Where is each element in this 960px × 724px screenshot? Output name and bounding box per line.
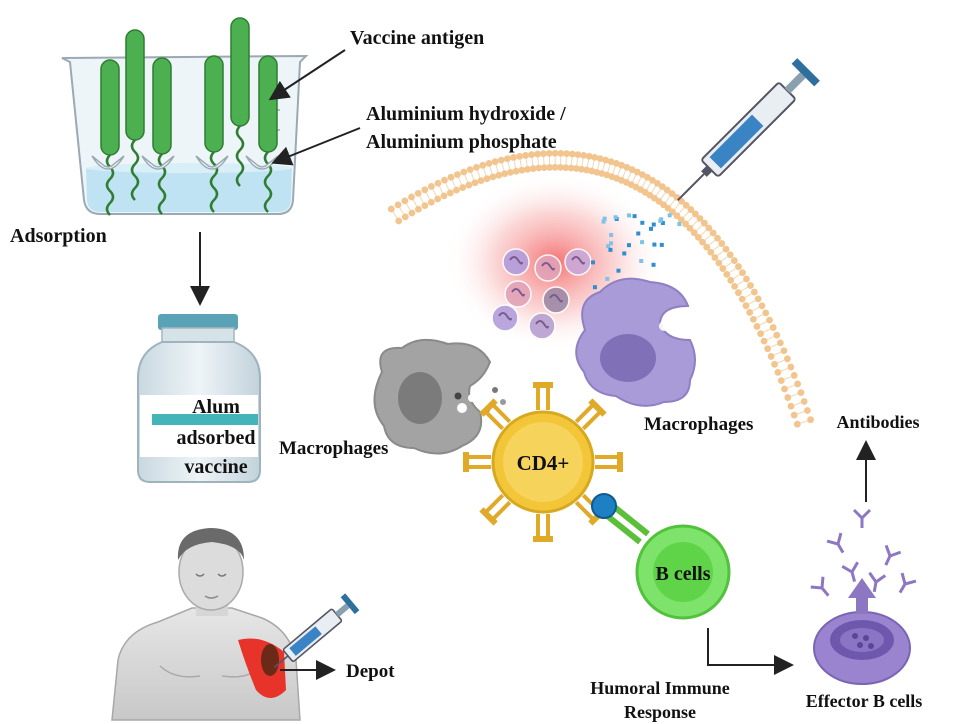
antigen-dot: [627, 213, 632, 218]
antigen-dot: [667, 213, 672, 218]
macrophages-left-label: Macrophages: [279, 438, 388, 459]
immune-cell: [534, 254, 562, 282]
antigen-dot: [602, 216, 607, 221]
antigen-dot: [609, 241, 614, 246]
adjuvant-label-line1: Aluminium hydroxide /: [366, 103, 566, 125]
antibodies-label: Antibodies: [836, 412, 919, 432]
antigen-dot: [651, 262, 656, 267]
adjuvant-label-line2: Aluminium phosphate: [366, 131, 557, 153]
antibody-icon: [898, 572, 917, 594]
humoral-response-arrow: [707, 628, 794, 675]
immune-cell: [542, 286, 570, 314]
antigen-dot: [658, 218, 663, 223]
antigen-dot: [590, 260, 595, 265]
b-cell: [635, 524, 731, 620]
antigen-dot: [616, 268, 621, 273]
antigen-dot: [609, 233, 614, 238]
t-cell-receptor: [479, 398, 512, 431]
vial-icon: [137, 314, 261, 483]
syringe-icon-small: [273, 593, 360, 669]
human-torso-icon: [111, 528, 301, 721]
antigen-dot: [652, 242, 657, 247]
antigen-dot: [606, 244, 611, 249]
cd4-t-cell: [463, 382, 623, 542]
vial-label-line1: Alum: [192, 396, 240, 418]
humoral-label-line2: Response: [624, 702, 696, 722]
immune-cell: [564, 248, 592, 276]
antigen: [258, 55, 278, 213]
effector-b-cells-label: Effector B cells: [806, 691, 923, 711]
macrophages-right-label: Macrophages: [644, 414, 753, 435]
recruited-immune-cells: [491, 248, 592, 340]
antigen-group: [100, 17, 278, 216]
antigen-dot: [592, 285, 597, 290]
antibody-icon: [826, 532, 845, 554]
antigen-dot: [605, 276, 610, 281]
depot-site: [261, 644, 279, 676]
antigen-dot: [640, 220, 645, 225]
antibody-icon: [868, 571, 887, 593]
antigen-dot: [659, 242, 664, 247]
aluminium-particle: [195, 155, 229, 170]
antigen: [152, 57, 172, 215]
immune-cell: [502, 248, 530, 276]
adjuvant-pointer-arrow: [271, 127, 361, 166]
antigen-dot: [626, 243, 631, 248]
antigen-dot: [677, 222, 682, 227]
antibody-icon: [810, 576, 830, 597]
vial-label-line3: vaccine: [184, 456, 247, 478]
t-cell-receptor: [533, 514, 553, 542]
effector-b-cell: [813, 611, 911, 685]
antigen-dot: [651, 222, 656, 227]
antigen: [100, 59, 120, 216]
antigen: [230, 17, 250, 187]
immune-cell: [528, 312, 556, 340]
t-cell-receptor: [595, 452, 623, 472]
antigen-dot: [639, 259, 644, 264]
aluminium-particles: [91, 155, 279, 170]
humoral-label-line1: Humoral Immune: [590, 678, 730, 698]
antigen-dot: [632, 214, 637, 219]
t-cell-receptor: [533, 382, 553, 410]
antigen-dot: [601, 219, 606, 224]
t-cell-receptor: [574, 398, 607, 431]
antibody-icon: [841, 561, 859, 583]
vaccine-antigen-label: Vaccine antigen: [350, 27, 484, 49]
adjuvant-liquid: [86, 168, 292, 212]
macrophage-left: [373, 338, 506, 455]
depot-label: Depot: [346, 661, 395, 682]
t-cell-receptor: [479, 493, 512, 526]
syringe-icon: [677, 58, 820, 201]
antigen: [204, 55, 224, 213]
vial-label-line2: adsorbed: [177, 427, 256, 449]
t-cell-receptor: [463, 452, 491, 472]
antigen-pointer-arrow: [268, 49, 346, 101]
aluminium-particle: [141, 155, 175, 170]
antigen-dot: [636, 231, 641, 236]
antibody-icon: [884, 544, 902, 566]
aluminium-particle: [245, 155, 279, 170]
immune-cell: [491, 304, 519, 332]
b-cells-label: B cells: [656, 563, 711, 585]
immune-cell: [504, 280, 532, 308]
antigen-dot: [649, 226, 654, 231]
antigen-dot: [622, 251, 627, 256]
antigen-dot: [640, 240, 645, 245]
macrophage-right: [575, 277, 696, 407]
cell-membrane: [387, 149, 814, 428]
adsorption-label: Adsorption: [10, 225, 107, 247]
antibody-icon: [852, 508, 872, 528]
aluminium-particle: [91, 155, 125, 170]
antibody-cluster: [810, 508, 917, 597]
secretion-arrow: [848, 578, 876, 614]
antigen-dot: [613, 215, 618, 220]
mhc-tcr-link: [591, 493, 650, 545]
antigen-dot: [608, 247, 613, 252]
antigen: [125, 29, 145, 201]
cd4-label: CD4+: [517, 451, 570, 475]
antigen-dot: [660, 220, 665, 225]
